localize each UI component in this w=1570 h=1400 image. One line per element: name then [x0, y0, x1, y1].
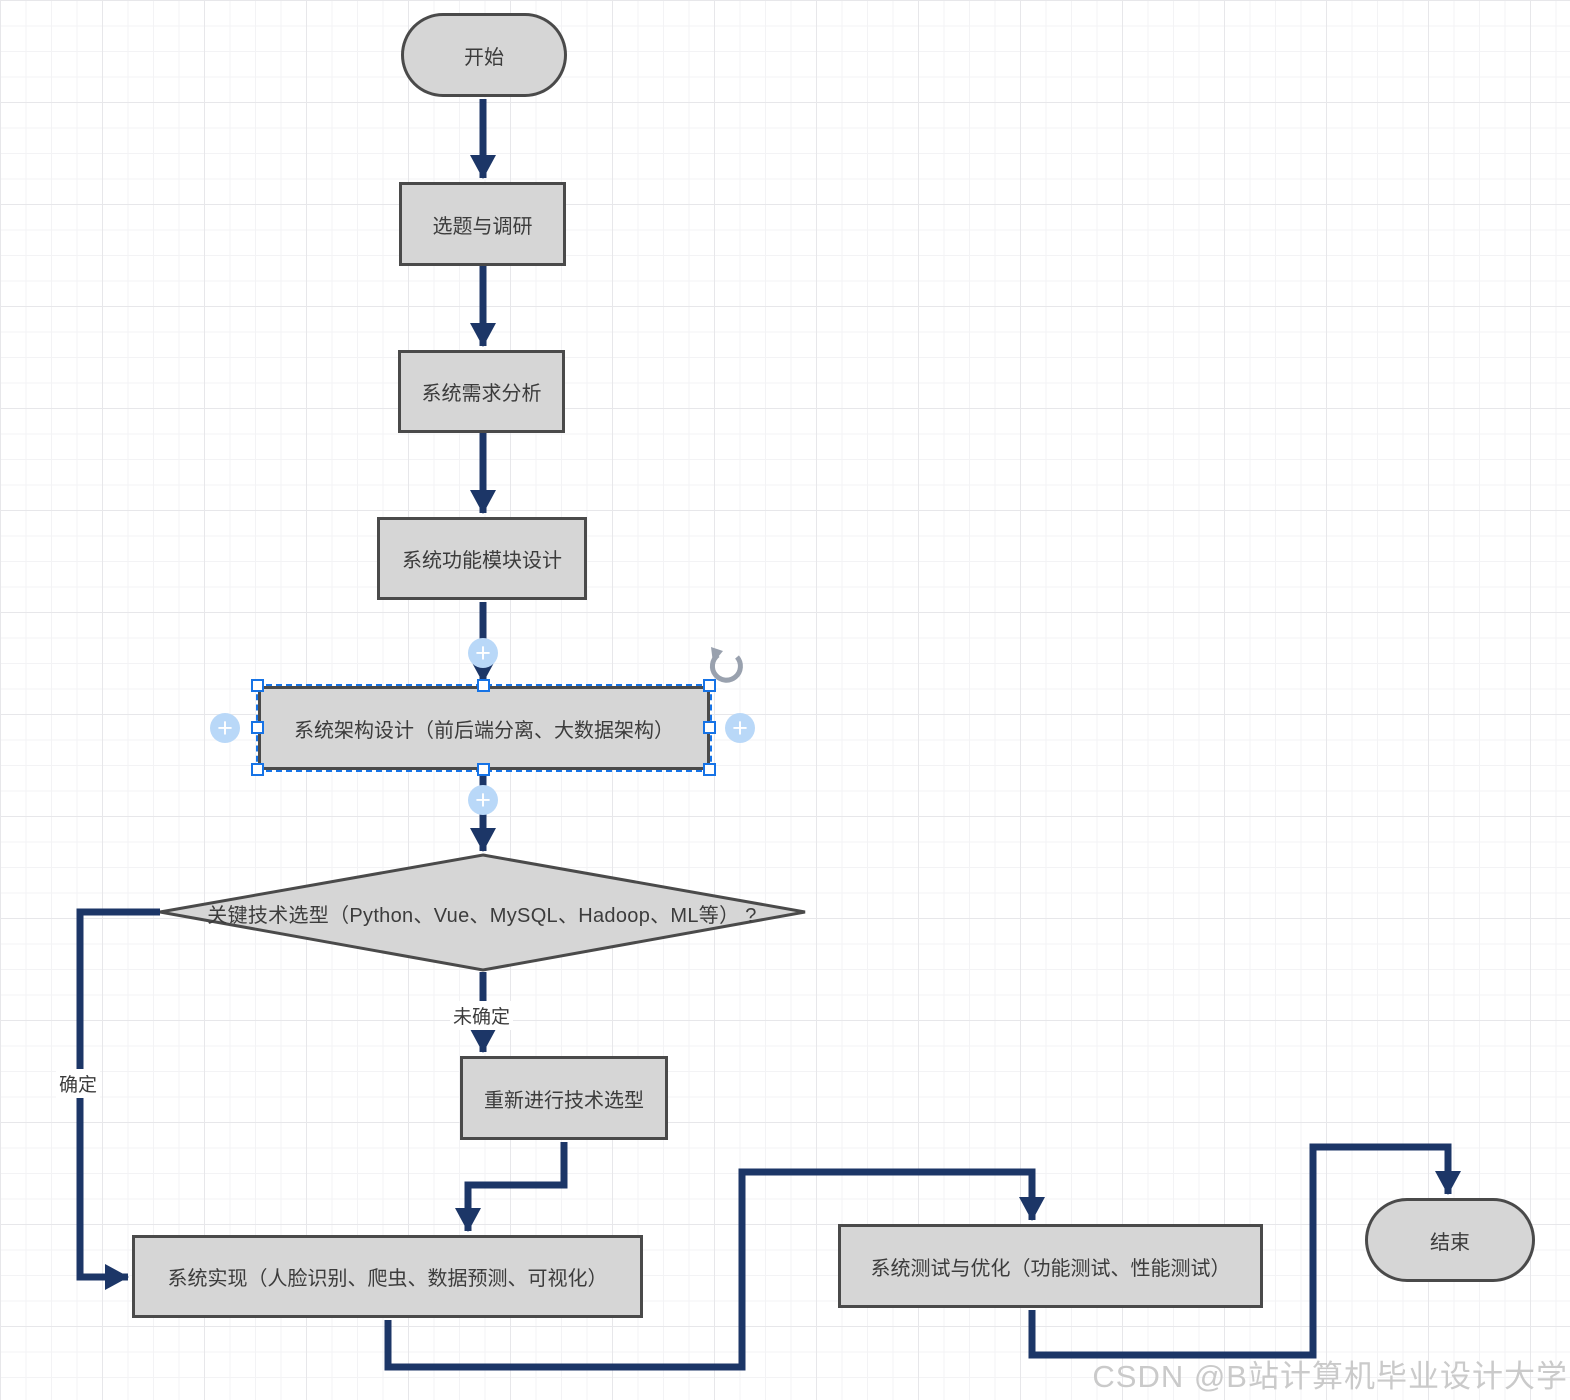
node-label: 系统需求分析: [421, 383, 542, 405]
plus-glyph: +: [475, 784, 491, 815]
resize-handle-bottom-left[interactable]: [251, 763, 264, 776]
plus-connection-icon-right[interactable]: +: [725, 713, 755, 743]
node-label: 结束: [1430, 1231, 1470, 1254]
decision-label: 关键技术选型（Python、Vue、MySQL、Hadoop、ML等） ?: [207, 905, 757, 927]
decision-diamond[interactable]: [159, 853, 806, 972]
node-label: 系统测试与优化（功能测试、性能测试）: [870, 1257, 1231, 1280]
node-module-design[interactable]: 系统功能模块设计: [377, 517, 587, 600]
node-start[interactable]: 开始: [401, 13, 567, 97]
resize-handle-top-left[interactable]: [251, 679, 264, 692]
node-label: 系统实现（人脸识别、爬虫、数据预测、可视化）: [167, 1268, 608, 1290]
resize-handle-middle-left[interactable]: [251, 721, 264, 734]
resize-handle-top-right[interactable]: [703, 679, 716, 692]
plus-glyph: +: [732, 712, 748, 743]
node-label: 选题与调研: [432, 215, 533, 238]
node-requirements-analysis[interactable]: 系统需求分析: [398, 350, 565, 433]
node-end[interactable]: 结束: [1365, 1198, 1535, 1282]
node-architecture-design[interactable]: 系统架构设计（前后端分离、大数据架构）: [258, 686, 710, 770]
plus-connection-icon-top[interactable]: +: [468, 638, 498, 668]
plus-glyph: +: [475, 637, 491, 668]
node-label: 开始: [464, 46, 504, 69]
edge-label-undecided[interactable]: 未确定: [450, 1001, 514, 1030]
node-topic-research[interactable]: 选题与调研: [399, 182, 566, 266]
plus-connection-icon-left[interactable]: +: [210, 713, 240, 743]
resize-handle-middle-right[interactable]: [703, 721, 716, 734]
resize-handle-bottom-center[interactable]: [477, 763, 490, 776]
node-label: 系统功能模块设计: [402, 550, 562, 572]
plus-glyph: +: [217, 712, 233, 743]
edge-testing-to-end[interactable]: [1028, 1143, 1461, 1359]
watermark: CSDN @B站计算机毕业设计大学: [1092, 1359, 1568, 1394]
node-testing-optimization[interactable]: 系统测试与优化（功能测试、性能测试）: [838, 1224, 1263, 1308]
resize-handle-top-center[interactable]: [477, 679, 490, 692]
edge-implementation-to-testing[interactable]: [384, 1168, 1045, 1371]
node-reselect-technology[interactable]: 重新进行技术选型: [460, 1056, 668, 1140]
node-label: 系统架构设计（前后端分离、大数据架构）: [294, 719, 674, 742]
node-label: 重新进行技术选型: [484, 1089, 644, 1112]
node-implementation[interactable]: 系统实现（人脸识别、爬虫、数据预测、可视化）: [132, 1235, 643, 1318]
resize-handle-bottom-right[interactable]: [703, 763, 716, 776]
rotate-icon[interactable]: [705, 645, 747, 687]
edge-reselect-to-implementation[interactable]: [455, 1142, 568, 1232]
plus-connection-icon-bottom[interactable]: +: [468, 785, 498, 815]
edge-label-decided[interactable]: 确定: [56, 1069, 101, 1098]
